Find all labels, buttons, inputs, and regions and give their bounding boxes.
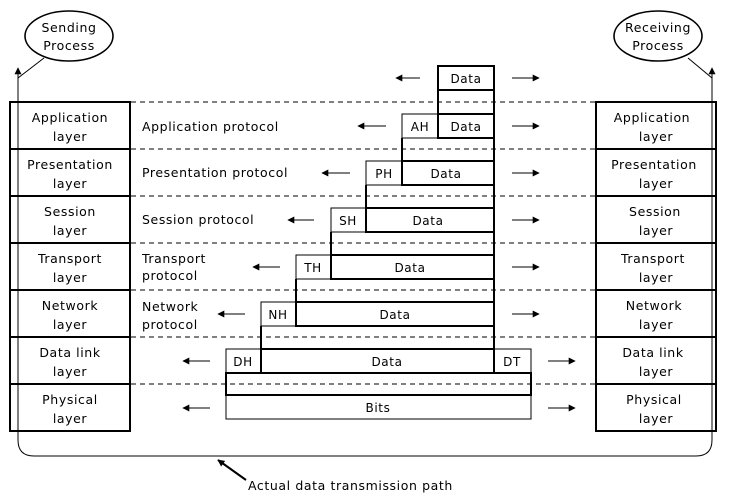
protocol-labels: Application protocol Presentation protoc… bbox=[141, 119, 288, 332]
data-label: Data bbox=[430, 167, 461, 181]
header-label-ah: AH bbox=[411, 120, 429, 134]
presentation-protocol-label: Presentation protocol bbox=[142, 165, 288, 180]
header-label-dh: DH bbox=[233, 355, 252, 369]
path-caption: Actual data transmission path bbox=[248, 478, 453, 493]
data-label: Data bbox=[379, 308, 410, 322]
transport-protocol-label: Transport bbox=[141, 251, 206, 266]
header-label-nh: NH bbox=[268, 308, 287, 322]
left-layer-sub: layer bbox=[53, 270, 88, 285]
left-layer-sub: layer bbox=[53, 223, 88, 238]
data-label: Data bbox=[450, 72, 481, 86]
right-layer-sub: layer bbox=[639, 270, 674, 285]
data-label: Data bbox=[394, 261, 425, 275]
layer-dividers bbox=[131, 101, 596, 385]
trailer-label-dt: DT bbox=[503, 355, 521, 369]
right-layer-sub: layer bbox=[639, 411, 674, 426]
right-layer-sub: layer bbox=[639, 364, 674, 379]
sender-layer-stack: Application layer Presentation layer Ses… bbox=[9, 101, 131, 432]
data-label: Data bbox=[412, 214, 443, 228]
network-protocol-label-2: protocol bbox=[142, 317, 198, 332]
data-label: Data bbox=[450, 120, 481, 134]
right-layer-sub: layer bbox=[639, 176, 674, 191]
header-label-ph: PH bbox=[375, 167, 392, 181]
transmission-path-line bbox=[17, 74, 713, 457]
process-connector-right bbox=[687, 57, 713, 79]
left-layer-label: Data link bbox=[39, 345, 100, 360]
left-layer-sub: layer bbox=[53, 317, 88, 332]
encapsulation-units bbox=[225, 65, 532, 420]
data-label: Data bbox=[371, 355, 402, 369]
bits-label: Bits bbox=[366, 401, 391, 415]
sending-process-ellipse bbox=[24, 10, 114, 62]
transport-protocol-label-2: protocol bbox=[142, 268, 198, 283]
sending-process-label-1: Sending bbox=[41, 20, 96, 35]
left-layer-label: Application bbox=[32, 110, 108, 125]
left-layer-sub: layer bbox=[53, 364, 88, 379]
right-layer-sub: layer bbox=[639, 223, 674, 238]
right-layer-label: Transport bbox=[620, 251, 685, 266]
application-protocol-label: Application protocol bbox=[142, 119, 279, 134]
left-layer-label: Session bbox=[44, 204, 96, 219]
right-layer-sub: layer bbox=[639, 317, 674, 332]
left-layer-label: Presentation bbox=[27, 157, 113, 172]
left-layer-label: Transport bbox=[37, 251, 102, 266]
right-layer-label: Network bbox=[626, 298, 683, 313]
right-layer-label: Data link bbox=[622, 345, 683, 360]
left-layer-label: Physical bbox=[42, 392, 98, 407]
header-label-th: TH bbox=[303, 261, 322, 275]
receiving-process-ellipse bbox=[613, 10, 703, 62]
sending-process-label-2: Process bbox=[43, 38, 95, 53]
unit-labels: Data AH Data PH Data SH Data TH Data NH … bbox=[233, 72, 521, 415]
receiving-process-label-1: Receiving bbox=[625, 20, 691, 35]
path-caption-arrow bbox=[217, 459, 247, 481]
header-label-sh: SH bbox=[339, 214, 357, 228]
left-layer-sub: layer bbox=[53, 411, 88, 426]
receiver-layer-stack: Application layer Presentation layer Ses… bbox=[595, 101, 717, 432]
left-layer-sub: layer bbox=[53, 176, 88, 191]
session-protocol-label: Session protocol bbox=[142, 212, 254, 227]
left-layer-label: Network bbox=[42, 298, 99, 313]
right-layer-label: Physical bbox=[626, 392, 682, 407]
network-protocol-label: Network bbox=[142, 299, 199, 314]
protocol-arrows bbox=[182, 74, 576, 412]
left-layer-sub: layer bbox=[53, 129, 88, 144]
right-layer-label: Application bbox=[614, 110, 690, 125]
right-layer-sub: layer bbox=[639, 129, 674, 144]
right-layer-label: Session bbox=[629, 204, 681, 219]
process-connector-left bbox=[17, 57, 45, 79]
receiving-process-label-2: Process bbox=[632, 38, 684, 53]
right-layer-label: Presentation bbox=[611, 157, 697, 172]
